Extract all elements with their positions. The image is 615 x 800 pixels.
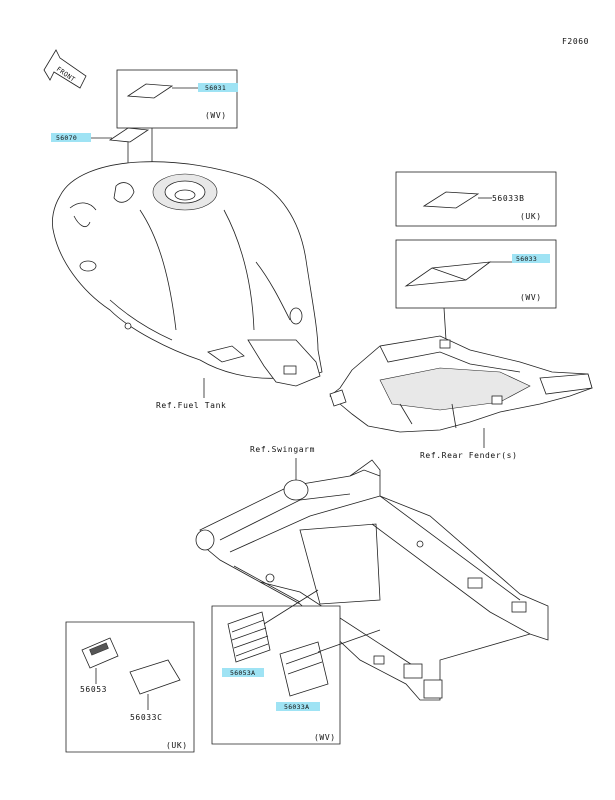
- ref-fuel-tank[interactable]: Ref.Fuel Tank: [156, 401, 226, 410]
- part-number-56053a[interactable]: 56053A: [230, 669, 255, 677]
- part-number-56033[interactable]: 56033: [516, 255, 537, 263]
- callout-box-56033: 56033 (WV): [395, 239, 557, 309]
- part-number-56053[interactable]: 56053: [80, 685, 107, 694]
- highlight-56053a: [222, 668, 264, 677]
- figure-id: F2060: [562, 37, 589, 46]
- part-number-56033a[interactable]: 56033A: [284, 703, 309, 711]
- rear-fender: [329, 335, 593, 433]
- swingarm: [195, 459, 549, 701]
- callout-group-wv: 56053A 56033A (WV): [211, 605, 341, 745]
- fuel-tank: [52, 161, 323, 387]
- variant-wv-1: (WV): [205, 111, 227, 120]
- part-number-56031[interactable]: 56031: [205, 84, 226, 92]
- highlight-56070: [51, 133, 91, 142]
- part-number-56033b[interactable]: 56033B: [492, 194, 525, 203]
- highlight-56031: [198, 83, 238, 92]
- callout-box-56031: 56031 (WV): [116, 69, 238, 129]
- variant-wv-3: (WV): [314, 733, 336, 742]
- variant-wv-2: (WV): [520, 293, 542, 302]
- callout-group-uk: 56053 56033C (UK): [65, 621, 195, 753]
- ref-swingarm[interactable]: Ref.Swingarm: [250, 445, 315, 454]
- variant-uk-2: (UK): [166, 741, 188, 750]
- callout-box-56033b: 56033B (UK): [395, 171, 557, 227]
- highlight-56033: [512, 254, 550, 263]
- highlight-56033a: [276, 702, 320, 711]
- front-arrow-icon: FRONT: [43, 49, 87, 89]
- part-number-56070[interactable]: 56070: [56, 134, 77, 142]
- part-number-56033c[interactable]: 56033C: [130, 713, 163, 722]
- variant-uk-1: (UK): [520, 212, 542, 221]
- ref-rear-fender[interactable]: Ref.Rear Fender(s): [420, 451, 518, 460]
- callout-56070: 56070: [51, 127, 150, 170]
